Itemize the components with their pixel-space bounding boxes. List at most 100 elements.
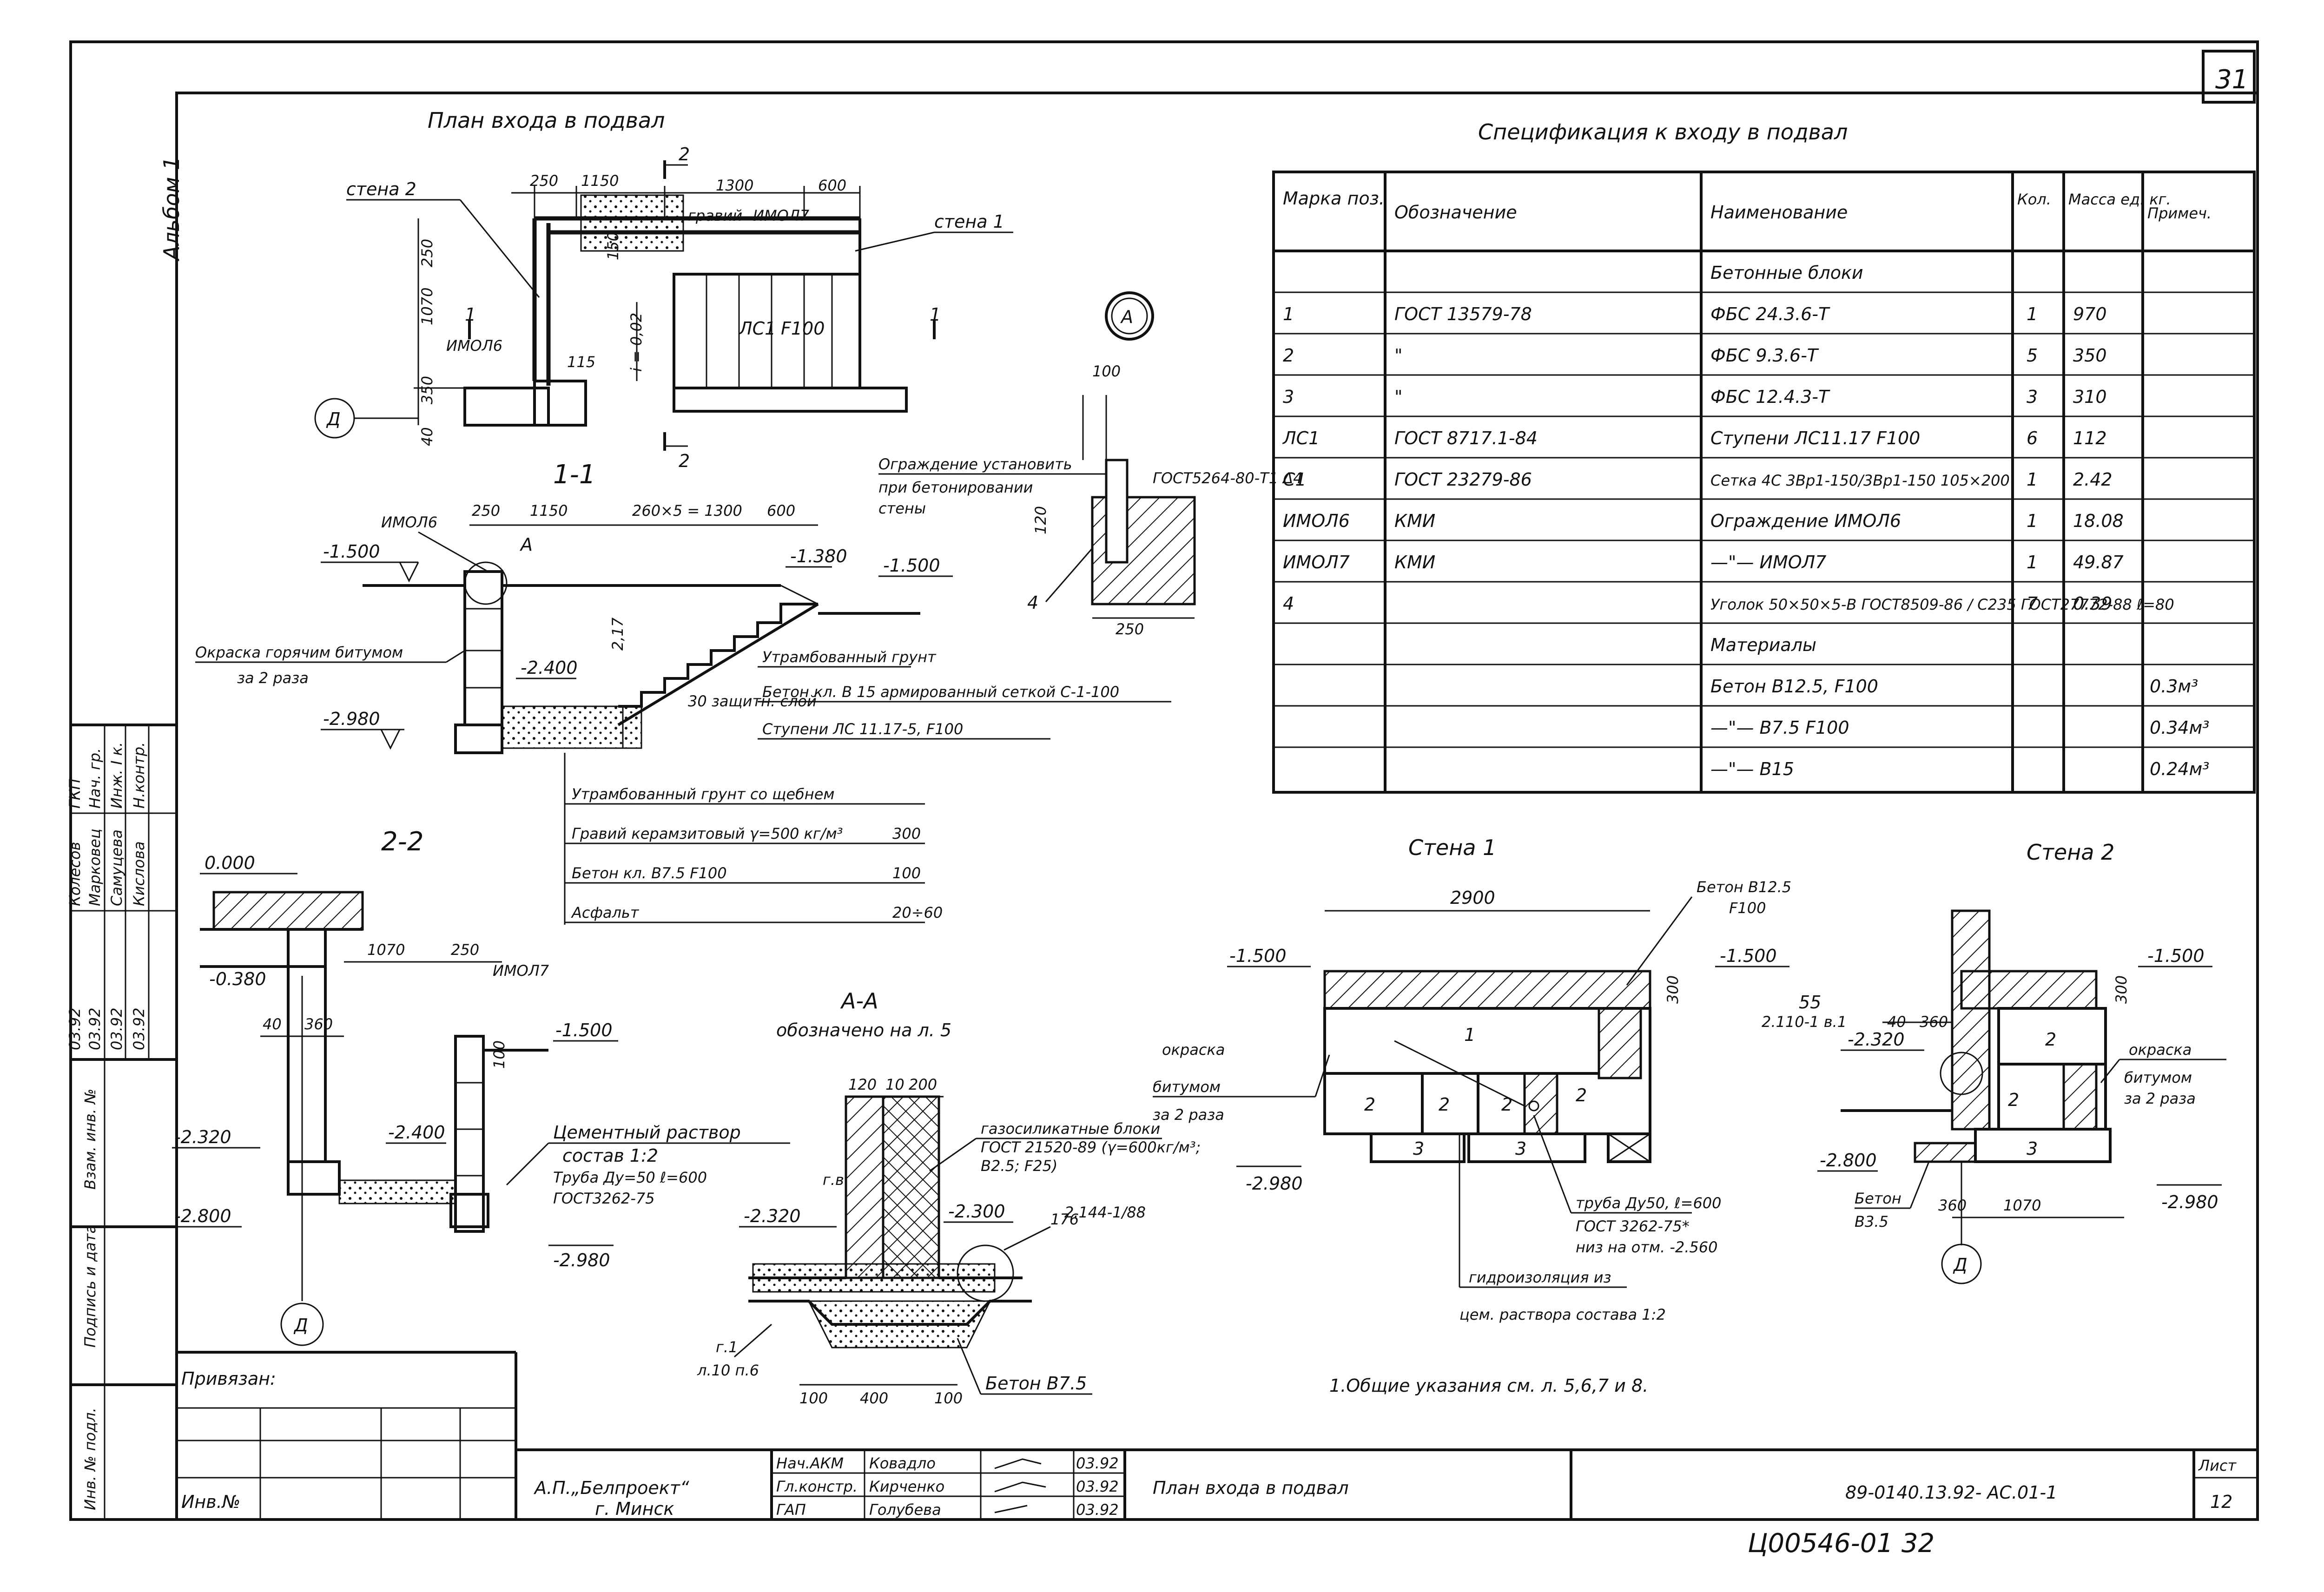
plan-cut2-top: 2 — [679, 144, 690, 164]
spec-cell: КМИ — [1394, 552, 1435, 572]
side-role-1: Нач. гр. — [86, 748, 104, 809]
spec-cell: Бетонные блоки — [1710, 263, 1863, 283]
stamp-code: 89-0140.13.92- АС.01-1 — [1845, 1482, 2057, 1503]
wall1-block-3: 2 — [1501, 1094, 1512, 1115]
wall-2-elevation: Стена 2 2 2 3 55 2.110-1 в.1 40 360 -1.5… — [1762, 840, 2226, 1284]
wall1-level-1500-left: -1.500 — [1229, 946, 1287, 966]
s22-level-0380: -0.380 — [209, 969, 266, 989]
plan-f100-label: F100 — [781, 318, 825, 339]
plan-imol7-label: ИМОЛ7 — [753, 207, 810, 224]
plan-axis-label: Д — [326, 409, 341, 429]
plan-dim-600: 600 — [818, 177, 846, 194]
aa-g1: г.1 — [716, 1338, 738, 1356]
side-name-2: Самуцева — [108, 829, 125, 906]
spec-cell: ФБС 12.4.3-Т — [1710, 387, 1830, 407]
s22-pipe: Труба Ду=50 ℓ=600 — [553, 1169, 707, 1186]
wall2-dim-360: 360 — [1920, 1013, 1948, 1031]
wall1-paint2: битумом — [1153, 1078, 1221, 1096]
wall1-pipe: труба Ду50, ℓ=600 — [1576, 1194, 1722, 1212]
stamp-bound: Привязан: — [181, 1368, 276, 1389]
aa-concrete: Бетон В7.5 — [985, 1373, 1087, 1394]
s22-mortar: Цементный раствор — [553, 1122, 741, 1143]
stamp-role-0: Нач.АКМ — [776, 1454, 844, 1472]
plan-wall2-label: стена 2 — [346, 179, 416, 199]
stamp-inv: Инв.№ — [181, 1492, 240, 1512]
wall2-dim-40: 40 — [1887, 1013, 1906, 1031]
section-a-a: А-А обозначено на л. 5 120 10 200 г.в. -… — [697, 988, 1201, 1407]
section22-title: 2-2 — [381, 827, 423, 857]
wall2-dim-1070: 1070 — [2003, 1197, 2041, 1214]
spec-header-2: Наименование — [1710, 202, 1848, 223]
layer-value-1: 300 — [892, 825, 921, 842]
side-date-2: 03.92 — [108, 1007, 125, 1050]
spec-cell: С1 — [1283, 469, 1307, 490]
plan-cut1-right: 1 — [930, 304, 941, 325]
wall2-n55: 55 — [1799, 992, 1821, 1013]
wall1-block-1: 2 — [1364, 1094, 1375, 1115]
side-date-1: 03.92 — [86, 1007, 104, 1050]
layer-callout: Утрамбованный грунт со щебнем Гравий кер… — [565, 785, 943, 923]
s22-level-2980: -2.980 — [553, 1250, 610, 1270]
side-role-0: ГКП — [66, 778, 84, 809]
sheet-number-top: 31 — [2215, 65, 2248, 95]
stamp-title: План входа в подвал — [1153, 1478, 1349, 1498]
spec-cell: 1 — [2027, 304, 2038, 324]
spec-cell: Бетон В12.5, F100 — [1710, 676, 1878, 697]
stamp-org: А.П.„Белпроект“ — [533, 1478, 689, 1498]
s22-dim-100: 100 — [490, 1040, 508, 1069]
wall2-dim-300: 300 — [2113, 975, 2130, 1004]
s11-level-1500-right: -1.500 — [883, 555, 940, 576]
s11-dim-250: 250 — [472, 502, 500, 520]
spec-cell: 3 — [2027, 387, 2038, 407]
layer-name-2: Бетон кл. В7.5 F100 — [572, 864, 727, 882]
aa-title: А-А — [840, 988, 878, 1013]
spec-cell: 6 — [2027, 428, 2038, 448]
side-stamp: ГКП Колесов 03.92 Нач. гр. Марковец 03.9… — [66, 724, 177, 1520]
spec-cell: 5 — [2027, 345, 2038, 366]
plan-title: План входа в подвал — [428, 108, 665, 133]
aa-gost2: В2.5; F25) — [981, 1157, 1057, 1175]
stamp-name-0: Ковадло — [869, 1454, 936, 1472]
stamp-name-2: Голубева — [869, 1501, 941, 1519]
aa-ref176: 176 — [1050, 1210, 1079, 1228]
wall1-dim-2900: 2900 — [1450, 888, 1495, 908]
spec-cell: 18.08 — [2073, 511, 2124, 531]
layer-name-0: Утрамбованный грунт со щебнем — [572, 785, 835, 803]
spec-cell: ГОСТ 13579-78 — [1394, 304, 1532, 324]
aa-dim-400: 400 — [860, 1389, 888, 1407]
s22-dim-40: 40 — [263, 1015, 282, 1033]
plan-dim-left-40: 40 — [418, 427, 436, 446]
plan-dim-150: 150 — [604, 232, 622, 260]
s11-level-1380: -1.380 — [790, 546, 847, 566]
aa-l10: л.10 п.6 — [697, 1362, 759, 1379]
wall2-block-2: 3 — [2027, 1138, 2038, 1159]
section-1-1: 1-1 250 1150 260×5 = 1300 600 ИМОЛ6 А -1… — [195, 460, 1171, 925]
s11-paint: Окраска горячим битумом — [195, 644, 403, 661]
aa-gost: ГОСТ 21520-89 (γ=600кг/м³; — [981, 1138, 1201, 1156]
spec-header-4: Масса ед. кг. — [2068, 191, 2171, 208]
sheet-frame — [69, 40, 2259, 1521]
wall2-paint3: за 2 раза — [2124, 1090, 2196, 1107]
s22-imol7: ИМОЛ7 — [493, 962, 549, 980]
stamp-name-1: Кирченко — [869, 1478, 944, 1495]
wall2-level-2800: -2.800 — [1820, 1150, 1877, 1171]
s22-level-1500: -1.500 — [555, 1020, 613, 1040]
wall2-title: Стена 2 — [2027, 840, 2114, 865]
aa-dim-120: 120 — [848, 1076, 877, 1093]
spec-cell: 112 — [2073, 428, 2107, 448]
stamp-role-1: Гл.констр. — [776, 1478, 858, 1495]
spec-cell: " — [1394, 387, 1402, 407]
s22-gost: ГОСТ3262-75 — [553, 1190, 655, 1207]
s22-level-2320: -2.320 — [174, 1127, 231, 1147]
spec-cell: —"— ИМОЛ7 — [1710, 552, 1826, 572]
wall2-level-2980: -2.980 — [2161, 1192, 2218, 1212]
spec-cell: КМИ — [1394, 511, 1435, 531]
s22-dim-360: 360 — [304, 1015, 333, 1033]
spec-cell: 4 — [1283, 593, 1294, 614]
stamp-date-2: 03.92 — [1076, 1501, 1119, 1519]
plan-gravel — [580, 194, 684, 252]
section-2-2: 2-2 0.000 -0.380 1070 250 ИМОЛ7 40 360 1… — [172, 827, 790, 1346]
plan-dim-115: 115 — [567, 353, 595, 371]
wall1-block-6: 3 — [1515, 1138, 1526, 1159]
